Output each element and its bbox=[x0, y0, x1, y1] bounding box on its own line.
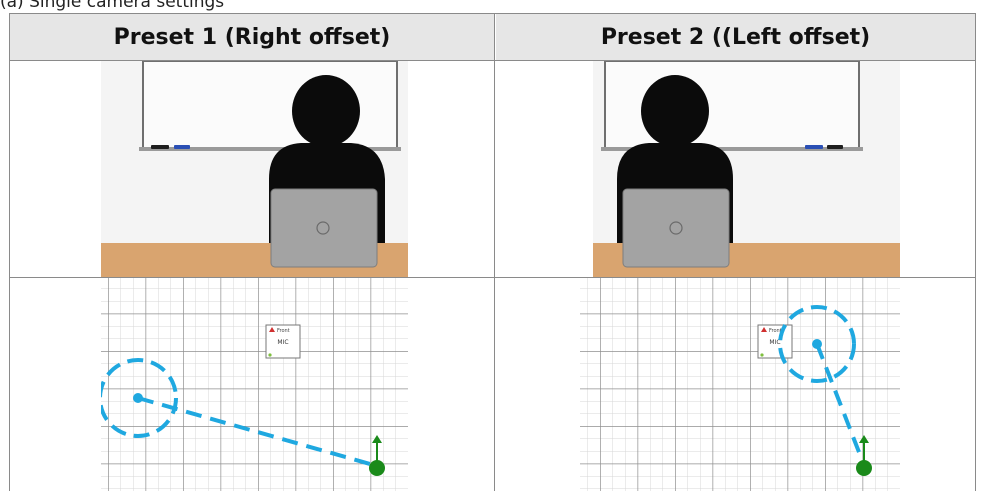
camera-aim-line bbox=[137, 396, 378, 468]
camera-view-preset-2 bbox=[593, 61, 900, 277]
laptop bbox=[622, 188, 730, 268]
table-border-top bbox=[9, 13, 976, 14]
camera-marker bbox=[856, 435, 872, 476]
target-zone-circle bbox=[101, 358, 178, 438]
whiteboard bbox=[139, 61, 401, 151]
grid bbox=[580, 278, 900, 491]
camera-aim-line bbox=[815, 343, 866, 466]
mic-box: Front MIC bbox=[757, 324, 793, 359]
table-border-right bbox=[975, 13, 976, 491]
mic-box-label: MIC bbox=[769, 339, 780, 346]
floor-plan-preset-2: Front MIC bbox=[580, 278, 900, 491]
mic-box: Front MIC bbox=[265, 324, 301, 359]
figure-caption: (a) Single camera settings bbox=[0, 0, 225, 12]
mic-box-title: Front bbox=[769, 328, 782, 334]
column-header-preset-1: Preset 1 (Right offset) bbox=[10, 14, 494, 60]
target-zone-circle bbox=[778, 305, 856, 383]
whiteboard bbox=[601, 61, 863, 151]
laptop bbox=[270, 188, 378, 268]
mic-box-label: MIC bbox=[277, 339, 288, 346]
table-border-header-bottom bbox=[9, 60, 976, 61]
grid bbox=[101, 278, 408, 491]
camera-marker bbox=[369, 435, 385, 476]
column-header-preset-2: Preset 2 ((Left offset) bbox=[496, 14, 975, 60]
table-border-row-divider bbox=[9, 277, 976, 278]
table-border-middle bbox=[494, 13, 495, 491]
floor-plan-preset-1: Front MIC bbox=[101, 278, 408, 491]
mic-box-title: Front bbox=[277, 328, 290, 334]
table-border-left bbox=[9, 13, 10, 491]
camera-view-preset-1 bbox=[101, 61, 408, 277]
